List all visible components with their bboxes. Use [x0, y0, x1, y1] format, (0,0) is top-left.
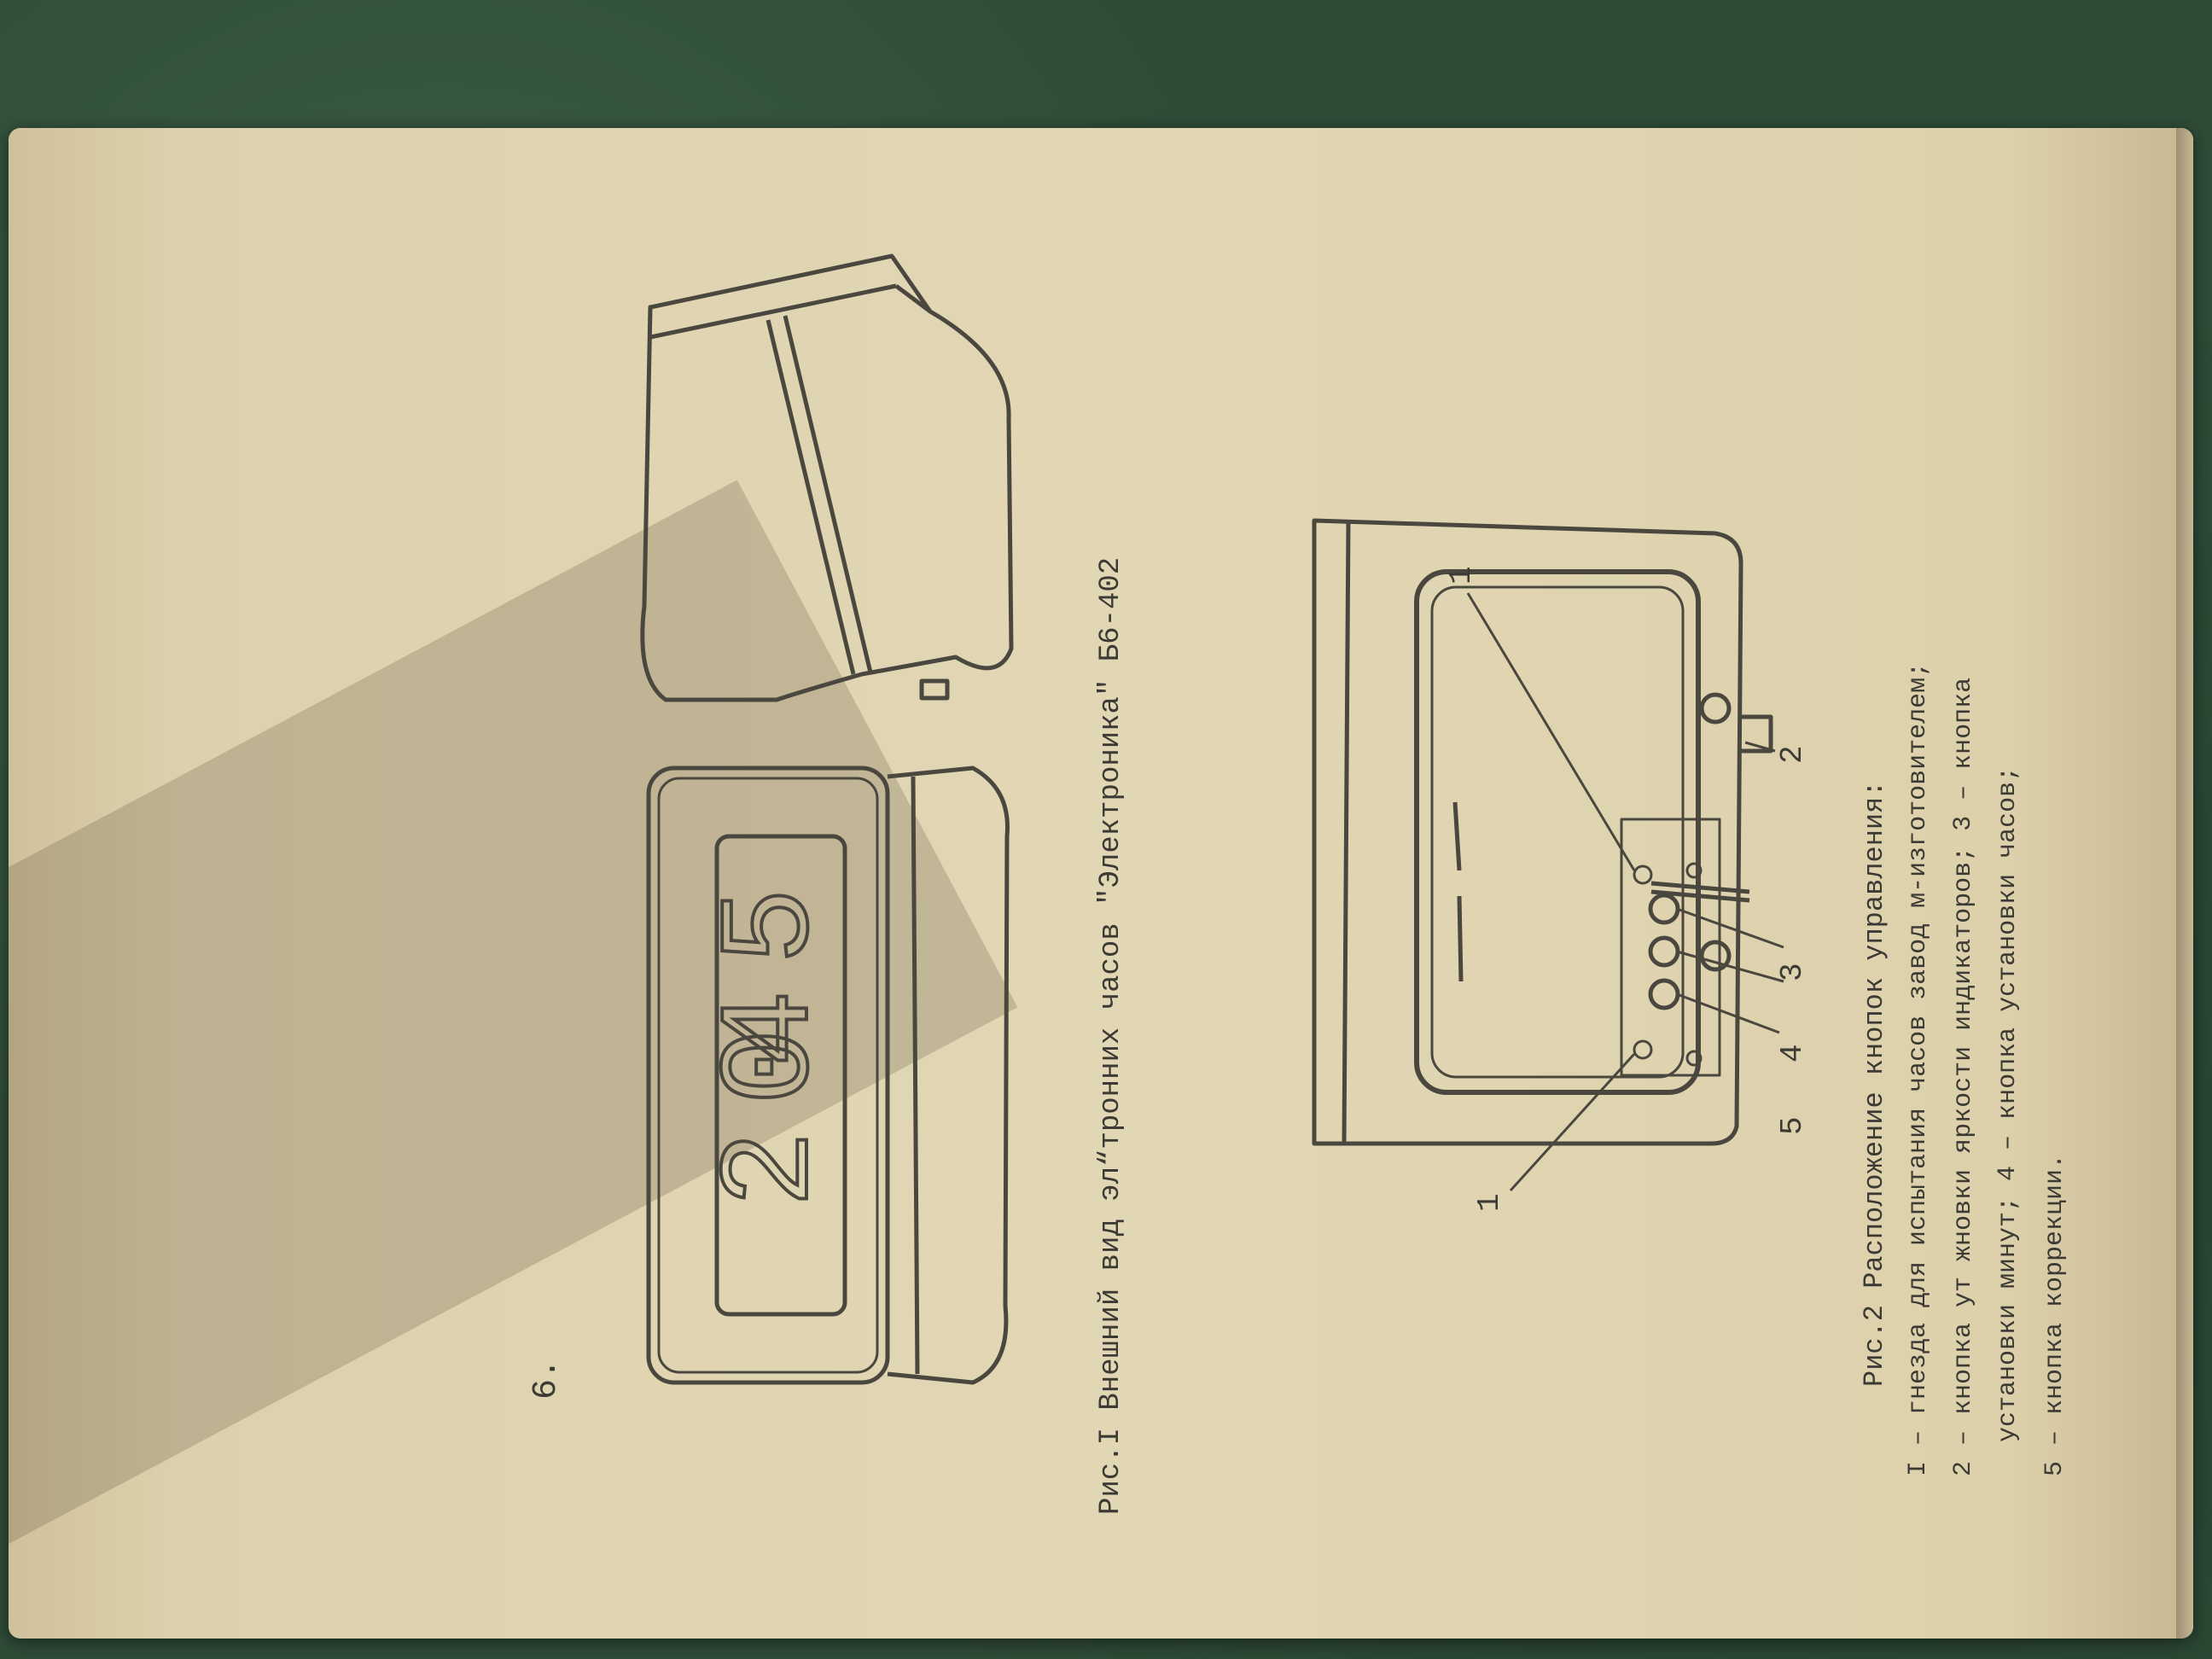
- figure2-caption-block: Рис.2 Расположение кнопок управления: I …: [1859, 662, 2069, 1476]
- callout-leader-lines: [1466, 592, 1784, 1192]
- figure2-legend-line-2: 2 – кнопка ут жновки яркости индикаторов…: [1949, 678, 1978, 1476]
- callout-1-top: 1: [1444, 566, 1479, 585]
- callout-3: 3: [1775, 963, 1810, 981]
- page-content: 20 45 Рис.I Внешний вид эл“тронних часов…: [527, 253, 2069, 1515]
- figure1-caption: Рис.I Внешний вид эл“тронних часов "Элек…: [1095, 557, 1127, 1515]
- clock-side-view-drawing: [640, 253, 1014, 702]
- callout-5: 5: [1775, 1116, 1810, 1135]
- display-digits-right: 45: [701, 862, 846, 1067]
- page-number: 6.: [527, 1359, 566, 1400]
- callout-numbers: 1 2 3 4 5 1: [1444, 566, 1810, 1212]
- next-page-edge: [2176, 128, 2193, 1639]
- clock-front-view-drawing: [646, 765, 1010, 1385]
- clock-display-digits: 20 45: [699, 860, 847, 1209]
- figure2-caption-title: Рис.2 Расположение кнопок управления:: [1859, 780, 1890, 1387]
- figure2-legend-line-4: 5 – кнопка коррекции.: [2040, 1154, 2069, 1476]
- booklet: 20 45 Рис.I Внешний вид эл“тронних часов…: [9, 128, 2193, 1639]
- figure2-legend-line-1: I – гнезда для испытания часов завод м-и…: [1904, 662, 1933, 1476]
- callout-4: 4: [1775, 1044, 1810, 1062]
- display-digits-left: 20: [701, 1003, 846, 1208]
- figure2-legend-line-3: установки минут; 4 – кнопка установки ча…: [1994, 766, 2023, 1442]
- clock-back-panel-drawing: [1312, 518, 1773, 1146]
- callout-2: 2: [1775, 745, 1810, 764]
- callout-1-bottom: 1: [1472, 1193, 1507, 1212]
- booklet-page: [9, 128, 2176, 1639]
